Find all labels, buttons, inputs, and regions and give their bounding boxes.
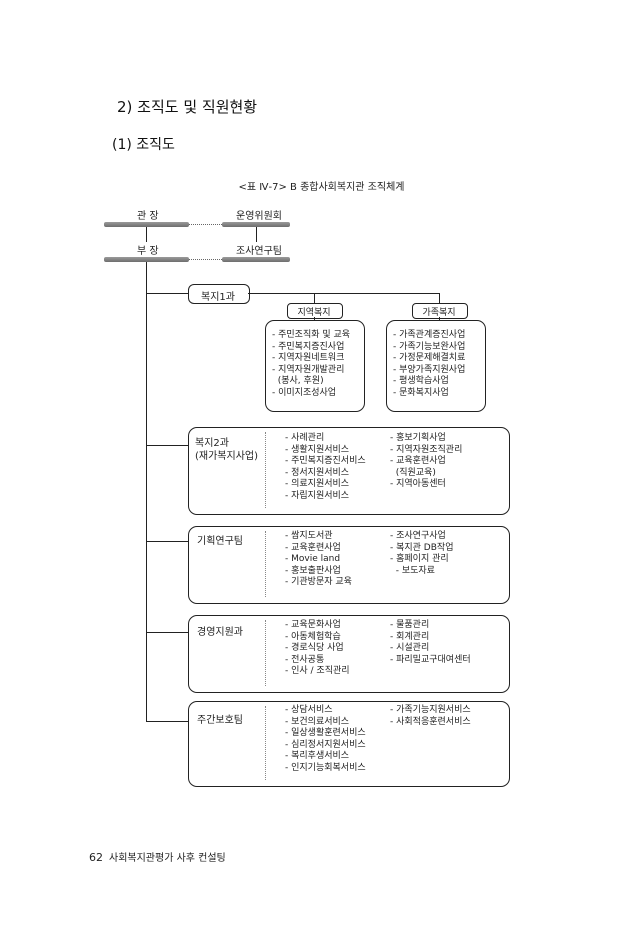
deputy-research-dotted-link (189, 259, 222, 260)
welfare1-label: 복지1과 (201, 292, 235, 303)
welfare1-subline (248, 293, 439, 294)
dept-management-name: 경영지원과 (197, 627, 243, 638)
dept-planning-left-list: - 쌈지도서관 - 교육훈련사업 - Movie land - 홍보출판사업 -… (285, 531, 352, 587)
dept-welfare2-left-list: - 사례관리 - 생활지원서비스 - 주민복지증진서비스 - 정서지원서비스 -… (285, 433, 366, 501)
family-label: 가족복지 (422, 308, 456, 318)
committee-research-connector (256, 227, 257, 242)
daycare-divider (265, 706, 266, 780)
branch-management (146, 632, 188, 633)
dept-welfare2-right-list: - 홍보기획사업 - 지역자원조직관리 - 교육훈련사업 (직원교육) - 지역… (390, 433, 463, 489)
node-committee: 운영위원회 (236, 211, 282, 222)
dept-planning-right-list: - 조사연구사업 - 복지관 DB작업 - 홈페이지 관리 - 보도자료 (390, 531, 454, 576)
community-tail (314, 317, 315, 320)
dept-management-box (188, 615, 510, 693)
dept-welfare2-name: 복지2과 (재가복지사업) (195, 438, 259, 462)
branch-welfare1 (146, 293, 188, 294)
section-heading: 2) 조직도 및 직원현황 (117, 98, 258, 116)
dept-daycare-box (188, 701, 510, 787)
welfare1-box (188, 284, 250, 304)
dept-management-left-list: - 교육문화사업 - 아동체험학습 - 경로식당 사업 - 전사공통 - 인사 … (285, 620, 350, 676)
director-bar (104, 222, 189, 227)
community-items-box (265, 320, 365, 412)
node-director: 관 장 (137, 211, 159, 222)
dept-planning-box (188, 526, 510, 604)
management-divider (265, 620, 266, 686)
page-footer: 62 사회복지관평가 사후 컨설팅 (89, 849, 226, 864)
node-research-team: 조사연구팀 (236, 246, 282, 257)
director-committee-dotted-link (189, 224, 222, 225)
chart-caption: <표 Ⅳ-7> B 종합사회복지관 조직체계 (238, 182, 405, 193)
dept-daycare-name: 주간보호팀 (197, 715, 243, 726)
family-tail (439, 317, 440, 320)
family-drop (439, 293, 440, 303)
branch-welfare2 (146, 445, 188, 446)
family-box (412, 303, 468, 319)
deputy-bar (104, 257, 189, 262)
dept-daycare-right-list: - 가족기능지원서비스 - 사회적응훈련서비스 (390, 705, 471, 727)
family-items-list: - 가족관계증진사업 - 가족기능보완사업 - 가정문제해결치료 - 부양가족지… (393, 330, 466, 398)
page-number: 62 (89, 851, 103, 864)
branch-daycare (146, 721, 188, 722)
community-items-list: - 주민조직화 및 교육 - 주민복지증진사업 - 지역자원네트워크 - 지역자… (272, 330, 351, 398)
footer-text: 사회복지관평가 사후 컨설팅 (109, 853, 226, 864)
node-deputy: 부 장 (137, 246, 159, 257)
dept-management-right-list: - 물품관리 - 회계관리 - 시설관리 - 파리밀교구대여센터 (390, 620, 471, 665)
dept-daycare-left-list: - 상담서비스 - 보건의료서비스 - 일상생활훈련서비스 - 심리정서지원서비… (285, 705, 366, 773)
family-items-box (386, 320, 486, 412)
research-bar (222, 257, 290, 262)
director-deputy-connector (146, 227, 147, 242)
welfare2-divider (265, 432, 266, 508)
dept-planning-name: 기획연구팀 (197, 536, 243, 547)
main-trunk-line (146, 262, 147, 722)
community-drop (314, 293, 315, 303)
committee-bar (222, 222, 290, 227)
community-box (287, 303, 343, 319)
subsection-heading: (1) 조직도 (112, 137, 175, 153)
planning-divider (265, 531, 266, 597)
branch-planning (146, 541, 188, 542)
dept-welfare2-box (188, 427, 510, 515)
community-label: 지역복지 (297, 308, 331, 318)
